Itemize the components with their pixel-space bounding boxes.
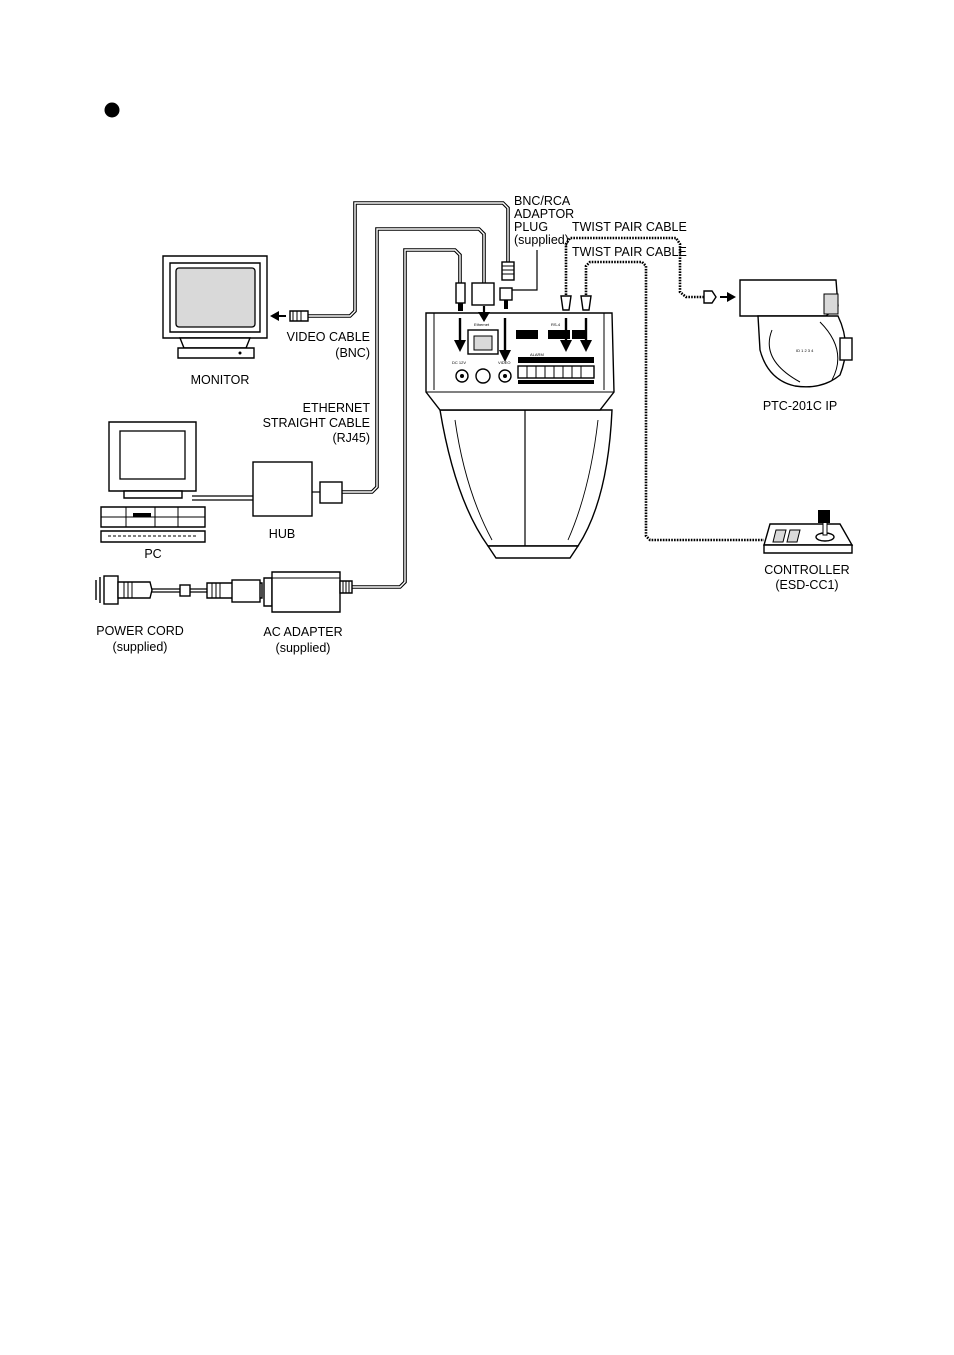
panel-rs-label: RS-4 xyxy=(551,322,561,327)
power-cord-illustration xyxy=(95,575,263,605)
monitor-label: MONITOR xyxy=(191,373,250,387)
rj45-plug xyxy=(319,481,343,504)
panel-dc-label: DC 12V xyxy=(452,360,466,365)
pc-label: PC xyxy=(144,547,161,561)
ethernet-label-1: ETHERNET xyxy=(303,401,371,415)
power-cable xyxy=(352,248,462,589)
svg-text:ID 1 2 3 4: ID 1 2 3 4 xyxy=(796,348,814,353)
camera-illustration: Ethernet RS-4 ALARM DC 12V VIDEO xyxy=(425,306,615,559)
hub-box xyxy=(252,461,313,517)
ptc-201c-camera-illustration: ID 1 2 3 4 xyxy=(703,279,853,388)
power-cord-label-2: (supplied) xyxy=(113,640,168,654)
monitor-illustration xyxy=(162,255,309,359)
bnc-rca-label-1: BNC/RCA xyxy=(514,194,571,208)
controller-illustration xyxy=(763,510,854,554)
twist-pair-label-1: TWIST PAIR CABLE xyxy=(572,220,687,234)
bnc-plug-leader xyxy=(511,250,538,291)
pc-hub-cable xyxy=(192,495,253,501)
controller-label-1: CONTROLLER xyxy=(764,563,849,577)
twist-pair-label-2: TWIST PAIR CABLE xyxy=(572,245,687,259)
twist-pair-cable-2 xyxy=(584,260,764,542)
hub-label: HUB xyxy=(269,527,295,541)
ethernet-label-3: (RJ45) xyxy=(332,431,370,445)
bnc-rca-label-4: (supplied) xyxy=(514,233,569,247)
camera-plugs xyxy=(455,261,592,311)
controller-label-2: (ESD-CC1) xyxy=(775,578,838,592)
panel-video-label: VIDEO xyxy=(498,360,510,365)
ptc-label: PTC-201C IP xyxy=(763,399,837,413)
power-cord-label-1: POWER CORD xyxy=(96,624,184,638)
ethernet-label-2: STRAIGHT CABLE xyxy=(263,416,370,430)
panel-alarm-label: ALARM xyxy=(530,352,544,357)
ethernet-cable xyxy=(342,227,486,494)
ac-adapter-illustration xyxy=(263,571,353,613)
ac-adapter-label-1: AC ADAPTER xyxy=(263,625,342,639)
ac-adapter-label-2: (supplied) xyxy=(276,641,331,655)
section-bullet xyxy=(104,102,120,118)
panel-ethernet-label: Ethernet xyxy=(474,322,490,327)
pc-illustration xyxy=(100,421,206,543)
bnc-rca-label-3: PLUG xyxy=(514,220,548,234)
video-cable-label-1: VIDEO CABLE xyxy=(287,330,370,344)
bnc-rca-label-2: ADAPTOR xyxy=(514,207,574,221)
video-cable-label-2: (BNC) xyxy=(335,346,370,360)
video-cable xyxy=(308,201,510,318)
